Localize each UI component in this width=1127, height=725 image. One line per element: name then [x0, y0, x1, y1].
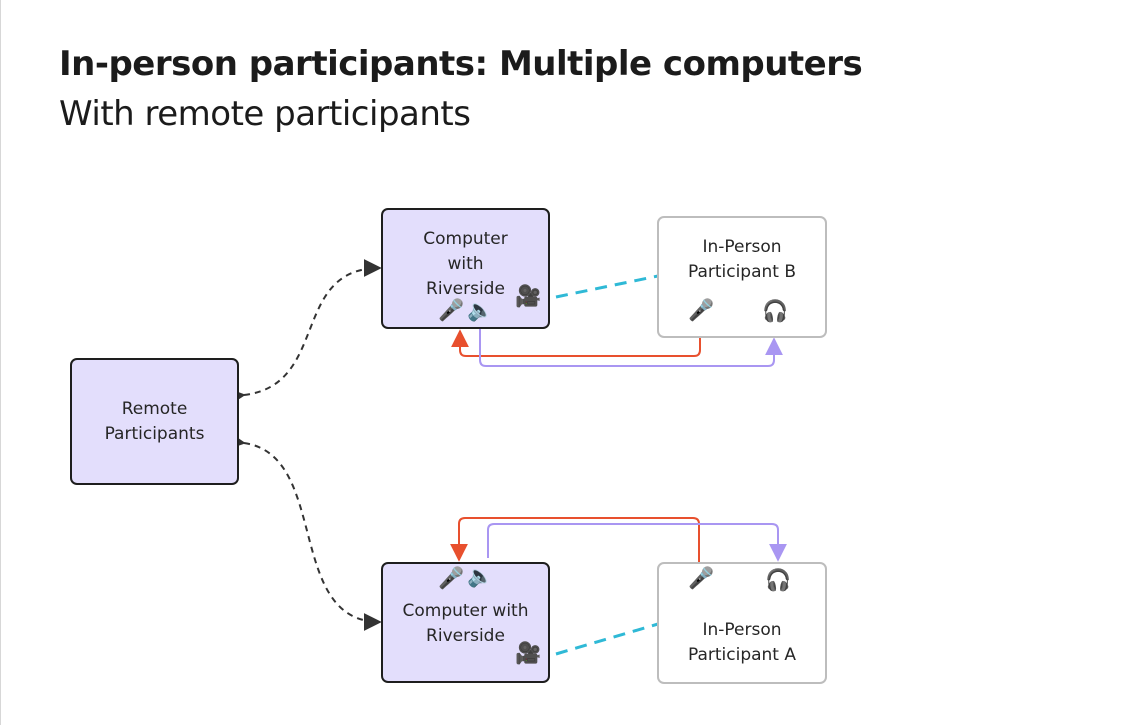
- bottom-camera-link: [555, 622, 659, 656]
- speaker-icon: 🔈: [467, 298, 494, 322]
- bottom-speaker-audio-link: [487, 523, 787, 562]
- computer-bottom-label: Computer with Riverside: [402, 601, 529, 646]
- diagram-subtitle: With remote participants: [59, 94, 471, 134]
- camera-icon: 🎥: [515, 641, 542, 665]
- top-speaker-audio-link: [479, 324, 783, 367]
- computer-top-label: Computer with Riverside: [423, 229, 508, 299]
- microphone-icon: 🎤: [438, 298, 465, 322]
- participant-a-node[interactable]: In-Person Participant A: [657, 562, 827, 684]
- computer-top-node[interactable]: Computer with Riverside: [381, 208, 550, 329]
- headphones-icon: 🎧: [765, 568, 792, 592]
- remote-participants-node[interactable]: Remote Participants: [70, 358, 239, 485]
- top-mic-audio-link: [451, 329, 701, 357]
- microphone-icon: 🎤: [438, 566, 465, 590]
- headphones-icon: 🎧: [762, 299, 789, 323]
- camera-icon: 🎥: [515, 284, 542, 308]
- remote-to-top-computer-link: [226, 259, 382, 406]
- speaker-icon: 🔈: [467, 564, 494, 588]
- microphone-icon: 🎤: [688, 566, 715, 590]
- participant-b-label: In-Person Participant B: [687, 237, 797, 282]
- remote-to-bottom-computer-link: [226, 431, 382, 631]
- remote-participants-label: Remote Participants: [104, 398, 205, 444]
- participant-b-node[interactable]: In-Person Participant B: [657, 216, 827, 338]
- bottom-mic-audio-link: [450, 517, 700, 566]
- canvas-left-border: [0, 0, 1, 725]
- diagram-title: In-person participants: Multiple compute…: [59, 44, 863, 84]
- computer-bottom-node[interactable]: Computer with Riverside: [381, 562, 550, 683]
- microphone-icon: 🎤: [688, 298, 715, 322]
- top-camera-link: [555, 274, 659, 299]
- participant-a-label: In-Person Participant A: [687, 620, 797, 665]
